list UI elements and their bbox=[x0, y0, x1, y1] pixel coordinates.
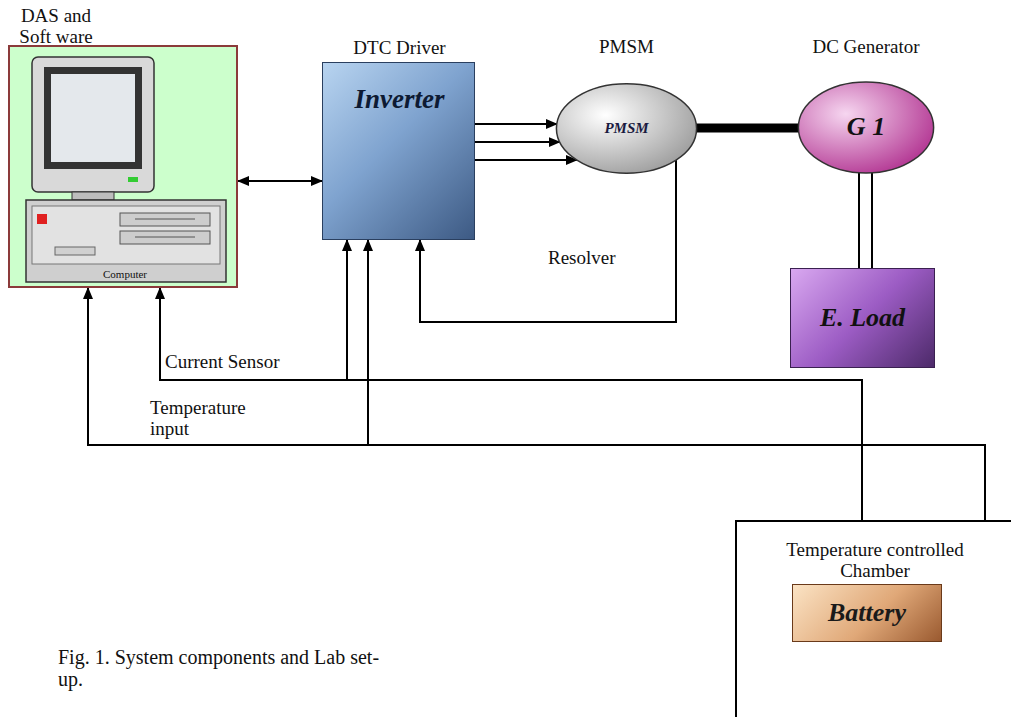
connector-line bbox=[160, 288, 862, 520]
box-title: PMSM bbox=[604, 120, 648, 137]
battery-box: Battery bbox=[792, 584, 942, 642]
figure-caption: Fig. 1. System components and Lab set-up… bbox=[58, 646, 388, 690]
signal-label: Current Sensor bbox=[165, 352, 325, 373]
motor-shaft bbox=[697, 124, 799, 133]
heading: DAS and Soft ware bbox=[6, 6, 106, 48]
connector-line bbox=[368, 240, 985, 520]
connector-line bbox=[475, 141, 560, 143]
box-title: Inverter bbox=[323, 85, 476, 115]
load-box: E. Load bbox=[790, 268, 935, 368]
motor-ellipse: PMSMPMSM bbox=[555, 82, 698, 175]
device-label: Computer bbox=[90, 268, 160, 280]
connector-line bbox=[238, 180, 322, 182]
generator-circle: DC GeneratorG 1 bbox=[797, 80, 935, 175]
heading: DTC Driver bbox=[313, 38, 486, 59]
connector-line bbox=[88, 288, 985, 520]
inverter-box: DTC DriverInverter bbox=[322, 62, 475, 240]
connector-line bbox=[858, 173, 860, 268]
box-title: G 1 bbox=[847, 113, 885, 142]
box-title: E. Load bbox=[820, 304, 905, 333]
connector-line bbox=[475, 123, 557, 125]
chamber-label: Temperature controlled Chamber bbox=[785, 540, 965, 582]
box-title: Battery bbox=[828, 599, 906, 628]
signal-label: Resolver bbox=[548, 248, 668, 269]
computer-panel: DAS and Soft wareComputer bbox=[8, 45, 238, 288]
heading: DC Generator bbox=[767, 37, 965, 58]
connector-line bbox=[347, 240, 862, 520]
temperature-chamber: Temperature controlled ChamberBattery bbox=[735, 520, 1011, 717]
connector-line bbox=[871, 173, 873, 268]
heading: PMSM bbox=[545, 37, 708, 58]
computer-illustration bbox=[10, 47, 236, 286]
connector-line bbox=[475, 159, 577, 161]
signal-label: Temperature input bbox=[150, 398, 268, 440]
